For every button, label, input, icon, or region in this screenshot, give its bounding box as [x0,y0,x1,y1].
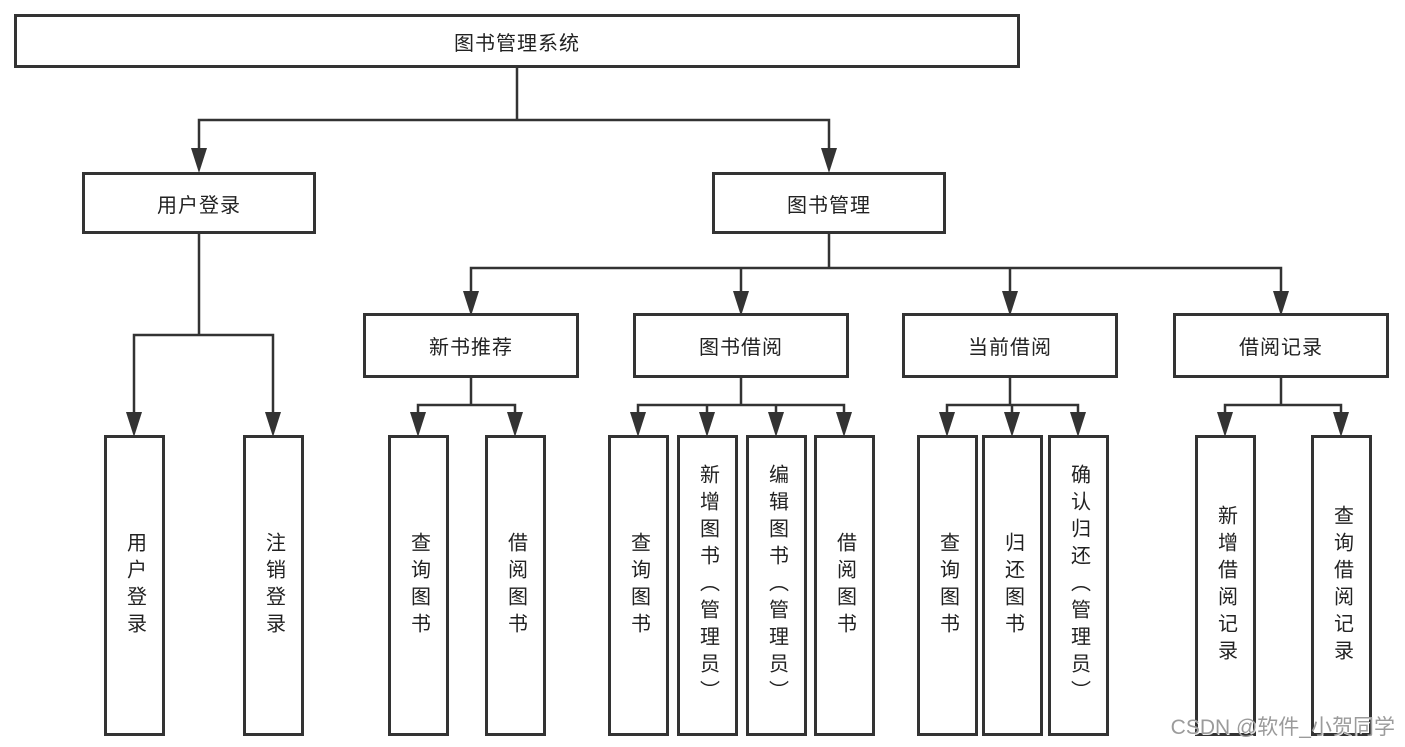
leaf-query-books-recommend: 查询图书 [388,435,449,736]
leaf-query-books-current: 查询图书 [917,435,978,736]
leaf-label: 借阅图书 [504,531,527,640]
leaf-label: 查询借阅记录 [1330,504,1353,667]
node-label: 图书管理 [787,194,871,217]
node-borrowing-records: 借阅记录 [1173,313,1389,378]
node-label: 用户登录 [157,194,241,217]
leaf-label: 注销登录 [262,531,285,640]
csdn-watermark: CSDN @软件_小贺同学 [1170,716,1395,739]
leaf-query-books-borrowing: 查询图书 [608,435,669,736]
leaf-label: 用户登录 [123,531,146,640]
node-book-borrowing: 图书借阅 [633,313,849,378]
node-label: 图书借阅 [699,337,783,359]
leaf-confirm-return-admin: 确认归还（管理员） [1048,435,1109,736]
leaf-label: 编辑图书（管理员） [765,464,788,707]
leaf-label: 查询图书 [627,531,650,640]
node-user-login: 用户登录 [82,172,316,234]
leaf-label: 新增图书（管理员） [696,464,719,707]
node-current-borrowing: 当前借阅 [902,313,1118,378]
leaf-label: 确认归还（管理员） [1067,464,1090,707]
leaf-label: 查询图书 [407,531,430,640]
leaf-label: 归还图书 [1001,531,1024,640]
leaf-query-borrow-record: 查询借阅记录 [1311,435,1372,736]
node-label: 当前借阅 [968,337,1052,359]
leaf-label: 新增借阅记录 [1214,504,1237,667]
leaf-label: 借阅图书 [833,531,856,640]
leaf-borrow-books-borrowing: 借阅图书 [814,435,875,736]
node-label: 借阅记录 [1239,337,1323,359]
node-new-book-recommendation: 新书推荐 [363,313,579,378]
node-label: 图书管理系统 [454,32,580,55]
leaf-user-login: 用户登录 [104,435,165,736]
leaf-edit-books-admin: 编辑图书（管理员） [746,435,807,736]
leaf-add-borrow-record: 新增借阅记录 [1195,435,1256,736]
leaf-label: 查询图书 [936,531,959,640]
node-book-management: 图书管理 [712,172,946,234]
leaf-borrow-books-recommend: 借阅图书 [485,435,546,736]
node-label: 新书推荐 [429,337,513,359]
leaf-return-books: 归还图书 [982,435,1043,736]
leaf-logout-login: 注销登录 [243,435,304,736]
node-library-management-system: 图书管理系统 [14,14,1020,68]
leaf-add-books-admin: 新增图书（管理员） [677,435,738,736]
